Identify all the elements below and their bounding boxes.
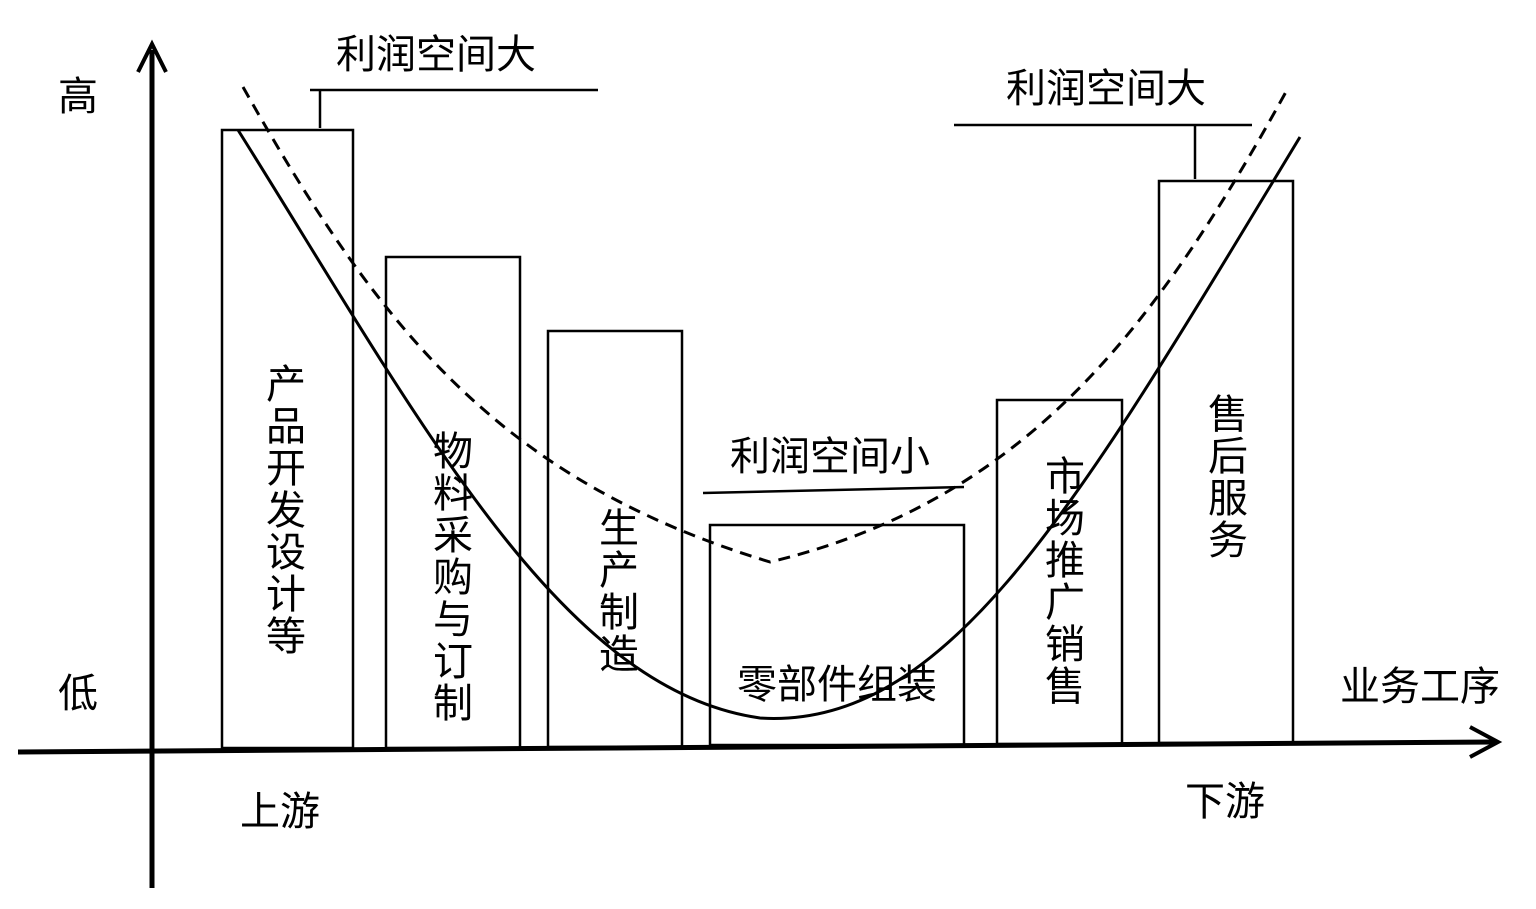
- callout-right-large-text: 利润空间大: [1006, 66, 1206, 112]
- callout-left-large: 利润空间大: [310, 32, 598, 128]
- stage-label-char: 产: [599, 548, 639, 594]
- stage-label-char: 开: [266, 446, 306, 492]
- stage-label-char: 制: [599, 590, 639, 636]
- stage-label-char: 产: [266, 362, 306, 408]
- stage-label-char: 设: [266, 530, 306, 576]
- stage-label-char: 销: [1045, 622, 1085, 668]
- stage-label-char: 场: [1045, 496, 1085, 542]
- stage-label-char: 计: [266, 572, 306, 618]
- stage-label-char: 料: [433, 471, 473, 517]
- stage-label-char: 生: [599, 506, 639, 552]
- stage-label-char: 售: [1208, 392, 1248, 438]
- y-axis-arrow-icon: [136, 39, 168, 73]
- downstream-label: 下游: [1185, 779, 1265, 825]
- stage-box-assembly: [708, 523, 966, 747]
- stage-box-procurement: [384, 255, 522, 750]
- dashed-smile-curve: [241, 86, 1289, 564]
- stage-box-marketing: [995, 398, 1124, 746]
- stage-label-char: 与: [433, 597, 473, 643]
- stage-label-char: 推: [1045, 538, 1085, 584]
- stage-box-service: [1157, 179, 1295, 745]
- callout-line: [702, 485, 965, 495]
- stage-label-design: 产 品 开 发 设 计 等: [266, 362, 306, 660]
- stage-label-procurement: 物 料 采 购 与 订 制: [433, 429, 473, 727]
- stage-label-char: 务: [1208, 518, 1248, 564]
- stage-label-char: 发: [266, 488, 306, 534]
- stage-label-char: 市: [1045, 454, 1085, 500]
- stage-label-char: 等: [266, 614, 306, 660]
- stage-label-char: 制: [433, 681, 473, 727]
- callout-left-large-text: 利润空间大: [336, 32, 536, 78]
- stage-label-char: 售: [1045, 664, 1085, 710]
- callout-middle-small: 利润空间小: [702, 434, 965, 495]
- stage-label-char: 购: [433, 555, 473, 601]
- stage-label-assembly: 零部件组装: [737, 662, 937, 708]
- solid-smile-curve: [236, 129, 1302, 720]
- stage-label-char: 品: [266, 404, 306, 450]
- y-axis-high-label: 高: [58, 74, 98, 120]
- y-axis-low-label: 低: [58, 671, 98, 717]
- callout-middle-small-text: 利润空间小: [730, 434, 930, 480]
- stage-box-manufacturing: [546, 329, 684, 749]
- callout-right-large: 利润空间大: [954, 66, 1252, 179]
- stage-label-char: 采: [433, 513, 473, 559]
- x-axis-arrow-icon: [1469, 725, 1503, 759]
- stage-label-service: 售 后 服 务: [1208, 392, 1248, 564]
- stage-label-char: 后: [1208, 434, 1248, 480]
- stage-label-char: 订: [433, 639, 473, 685]
- stage-label-char: 服: [1208, 476, 1248, 522]
- stage-label-char: 广: [1045, 580, 1085, 626]
- x-axis-label: 业务工序: [1340, 664, 1500, 710]
- stage-label-manufacturing: 生 产 制 造: [599, 506, 639, 678]
- stage-box-design: [220, 128, 355, 750]
- upstream-label: 上游: [240, 789, 320, 835]
- stage-label-marketing: 市 场 推 广 销 售: [1045, 454, 1085, 710]
